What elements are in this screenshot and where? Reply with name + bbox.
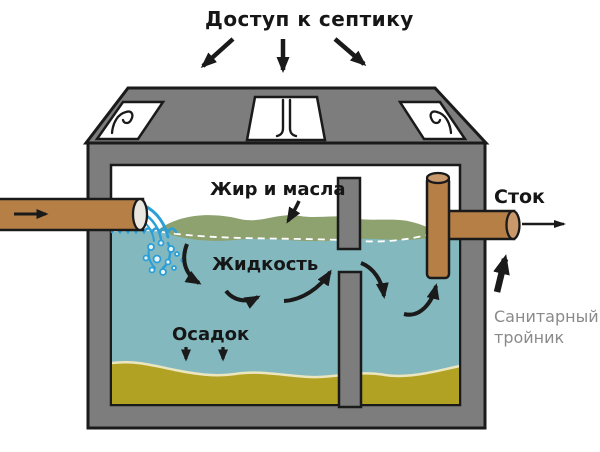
tee-pointer-arrow-icon <box>493 254 510 293</box>
tee-top-cap <box>425 171 451 185</box>
hatch-lines-icon <box>275 98 298 138</box>
liquid-label: Жидкость <box>212 254 319 275</box>
flow-arrow-2-icon <box>224 289 261 309</box>
access-arrow-left-icon <box>200 37 235 69</box>
scum-pointer-arrow-icon <box>286 200 301 224</box>
access-arrows <box>200 37 367 73</box>
baffle-lower <box>337 270 363 409</box>
sanitary-tee-label: Санитарный тройник <box>494 307 599 347</box>
scum-label: Жир и масла <box>210 179 346 200</box>
settle-arrows <box>181 347 228 362</box>
access-hatch-middle <box>245 95 327 142</box>
diagram-title: Доступ к септику <box>205 7 414 31</box>
flow-arrow-1-icon <box>182 243 202 285</box>
flow-arrows <box>182 243 440 317</box>
access-arrow-right-icon <box>333 37 367 66</box>
tee-horizontal-pipe <box>436 209 516 241</box>
hatch-handle-icon <box>429 110 453 135</box>
baffle-upper <box>336 176 362 251</box>
outflow-label: Сток <box>494 186 545 208</box>
sediment-layer <box>112 362 459 404</box>
outlet-pipe-end <box>505 209 521 241</box>
scum-water-dashed-line <box>161 231 433 243</box>
tee-vertical-pipe <box>425 175 451 280</box>
hatch-handle-icon <box>110 110 134 135</box>
sediment-label: Осадок <box>172 324 250 345</box>
inlet-pipe-opening <box>131 197 149 232</box>
flow-arrow-4-icon <box>360 261 389 299</box>
splash-bubbles <box>142 239 186 276</box>
sediment-highlight <box>112 360 459 379</box>
flow-arrow-3-icon <box>283 269 332 303</box>
flow-arrow-5-icon <box>403 283 440 317</box>
